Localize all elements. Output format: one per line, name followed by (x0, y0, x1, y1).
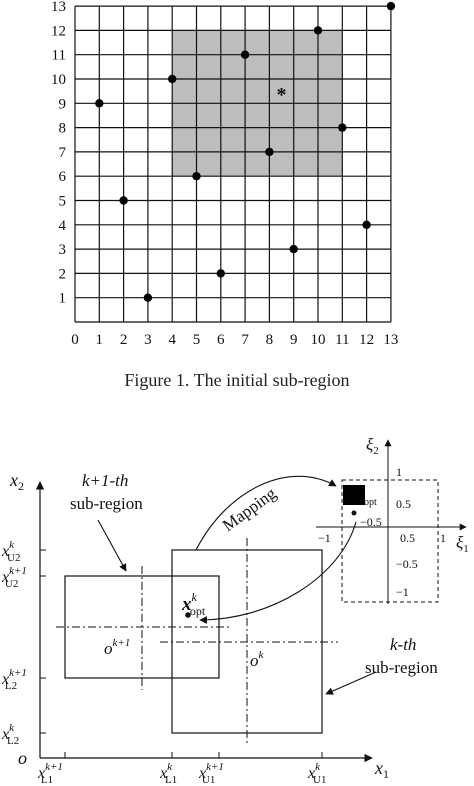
y-tick-label: 3 (59, 242, 67, 258)
data-point (95, 99, 104, 108)
x-tick-label: 12 (359, 332, 374, 348)
region-k1-label-line1: k+1-th (82, 471, 128, 490)
inset-tick-x-0-5: 0.5 (400, 531, 415, 545)
data-point (168, 74, 177, 84)
y-tick-label: 4 (59, 218, 67, 234)
o-k-label: ok (250, 649, 265, 670)
x-tick-label: 6 (217, 332, 225, 348)
inset-xi2-label: ξ2 (366, 435, 379, 457)
inset-tick-y-neg1: −1 (396, 585, 409, 599)
x1-axis-label: x1 (374, 758, 389, 781)
x2-axis-label: x2 (9, 470, 24, 493)
y-tick-label: 1 (59, 291, 67, 307)
inset-tick-x-neg0-5: −0.5 (360, 515, 382, 529)
y-tick-label: 2 (59, 266, 67, 282)
data-point (143, 293, 153, 302)
data-point (240, 50, 250, 59)
region-k-label-line2: sub-region (365, 658, 438, 677)
data-point (192, 172, 201, 181)
y-tick-label: 5 (59, 194, 67, 210)
x-tick-label: 9 (290, 332, 298, 348)
inset-tick-x-neg1: −1 (318, 531, 331, 545)
data-point (289, 244, 298, 254)
x-tick-label: 8 (266, 332, 274, 348)
region-k-label-line1: k-th (390, 635, 416, 654)
y-tick-label: 12 (51, 23, 66, 39)
x-tick-label: 0 (71, 332, 79, 348)
x-tick-label: 10 (311, 332, 326, 348)
figure-1-caption: Figure 1. The initial sub-region (124, 370, 350, 390)
mapping-arrow-back (199, 521, 357, 624)
x-tick-label: 5 (193, 332, 201, 348)
inset-opt-label: opt (364, 497, 377, 508)
inset-xi1-label: ξ1 (456, 533, 469, 555)
optimum-star-marker: * (277, 84, 287, 106)
inset-opt-point (351, 510, 357, 516)
inset-tick-y-0-5: 0.5 (396, 497, 411, 511)
x-tick-label: 2 (120, 332, 128, 348)
inset-dashed-box (341, 479, 439, 603)
region-k1-arrow (97, 519, 127, 572)
data-point (265, 147, 274, 157)
y-tick-label: 9 (59, 96, 67, 112)
inset-tick-x-1: 1 (440, 531, 446, 545)
region-k-arrow (325, 671, 377, 695)
o-k1-label: ok+1 (104, 637, 130, 658)
x-tick-label: 1 (96, 332, 104, 348)
data-point (386, 1, 396, 11)
y-tick-label: 13 (51, 0, 66, 15)
region-k1-label-line2: sub-region (70, 494, 143, 513)
inset-tick-y-neg0-5: −0.5 (396, 557, 418, 571)
y-tick-label: 6 (59, 169, 67, 185)
y-tick-label: 7 (59, 145, 67, 161)
inset-tick-y-1: 1 (396, 465, 402, 479)
x-tick-label: 13 (383, 332, 398, 348)
data-point (362, 220, 371, 229)
y-tick-label: 8 (59, 121, 67, 137)
x-tick-label: 7 (241, 332, 249, 348)
x-opt-point (185, 612, 191, 618)
data-point (313, 26, 323, 35)
data-point (338, 123, 347, 132)
x-tick-label: 3 (144, 332, 152, 348)
origin-label: o (18, 748, 27, 768)
x-tick-label: 4 (168, 332, 176, 348)
data-point (216, 269, 225, 278)
y-tick-label: 11 (52, 48, 66, 64)
y-tick-label: 10 (51, 72, 66, 88)
x-tick-label: 11 (335, 332, 349, 348)
data-point (119, 196, 128, 205)
inset-mapped-square (343, 485, 365, 505)
mapping-arrow-out (195, 475, 337, 551)
